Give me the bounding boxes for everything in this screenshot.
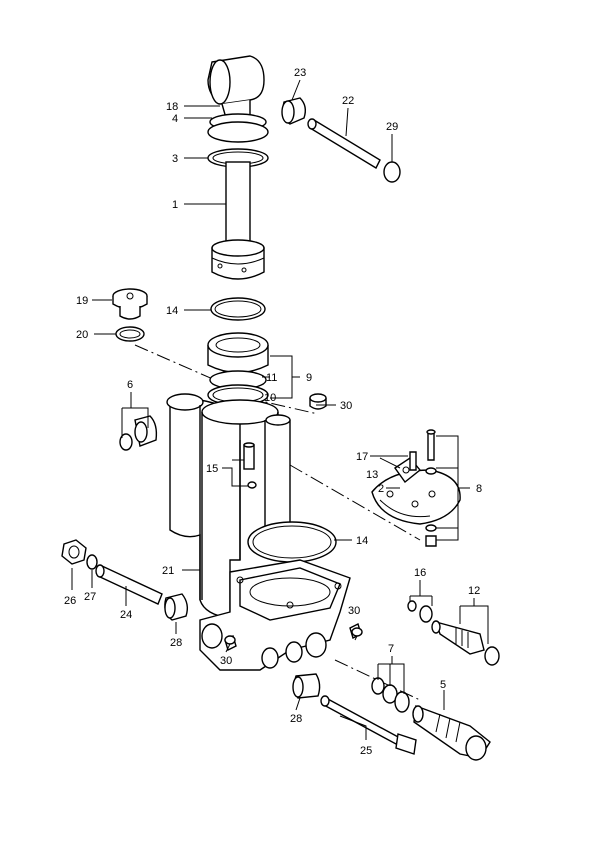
o-ring-14-upper (210, 297, 266, 321)
valve-5 (412, 705, 491, 761)
valve-plate-2 (371, 469, 461, 525)
bushing-28-upper (164, 593, 189, 621)
callout-28-lower: 28 (290, 713, 302, 725)
callout-12: 12 (468, 585, 480, 597)
callout-28-upper: 28 (170, 637, 182, 649)
callout-15: 15 (206, 463, 218, 475)
pin-22 (307, 118, 381, 169)
circlip-29 (383, 161, 401, 183)
fitting-6 (119, 415, 158, 451)
callout-30-upper: 30 (340, 400, 352, 412)
callout-14-lower: 14 (356, 535, 368, 547)
leader-lines (71, 79, 489, 740)
bushing-23 (281, 97, 307, 125)
cap-30-right (351, 627, 363, 637)
callout-5: 5 (440, 679, 446, 691)
plug-19 (112, 288, 148, 320)
pin-24 (95, 564, 163, 605)
callout-22: 22 (342, 95, 354, 107)
bolt-25 (320, 695, 417, 755)
callout-11: 11 (266, 372, 277, 384)
callout-9: 9 (306, 372, 312, 384)
cap-30-upper (309, 393, 327, 410)
callout-1: 1 (172, 199, 178, 211)
callout-27: 27 (84, 591, 96, 603)
callout-30-left: 30 (220, 655, 232, 667)
callout-29: 29 (386, 121, 398, 133)
washer-27 (86, 554, 98, 570)
callout-30-right: 30 (348, 605, 360, 617)
callout-2: 2 (378, 483, 384, 495)
callout-8: 8 (476, 483, 482, 495)
o-rings-7 (371, 677, 410, 713)
valve-block (199, 559, 362, 671)
callout-18: 18 (166, 101, 178, 113)
piston-rod (211, 161, 265, 280)
o-ring-20 (115, 326, 145, 342)
callout-23: 23 (294, 67, 306, 79)
callout-26: 26 (64, 595, 76, 607)
cylinder-body (166, 393, 291, 619)
callout-24: 24 (120, 609, 132, 621)
callout-10: 10 (264, 392, 276, 404)
callout-13: 13 (366, 469, 378, 481)
pin-17 (409, 451, 417, 471)
bushing-28-lower (292, 673, 321, 699)
callout-7: 7 (388, 643, 394, 655)
callout-17: 17 (356, 451, 368, 463)
o-rings-16 (407, 600, 433, 623)
callout-3: 3 (172, 153, 178, 165)
nut-26 (61, 539, 87, 565)
cylinder-cap-9 (207, 332, 269, 374)
callout-labels: 18 4 3 1 14 19 20 23 22 29 11 9 10 30 6 … (64, 67, 482, 757)
callout-21: 21 (162, 565, 174, 577)
callout-4: 4 (172, 113, 178, 125)
callout-14-upper: 14 (166, 305, 178, 317)
callout-20: 20 (76, 329, 88, 341)
o-ring-14-lower (247, 521, 337, 563)
callout-19: 19 (76, 295, 88, 307)
cap-30-left (224, 635, 236, 645)
callout-16: 16 (414, 567, 426, 579)
cylinder-eye (207, 55, 269, 143)
bolt-set-8 (425, 429, 437, 547)
callout-25: 25 (360, 745, 372, 757)
valve-12 (431, 620, 500, 666)
callout-6: 6 (127, 379, 133, 391)
pin-15 (243, 442, 257, 489)
